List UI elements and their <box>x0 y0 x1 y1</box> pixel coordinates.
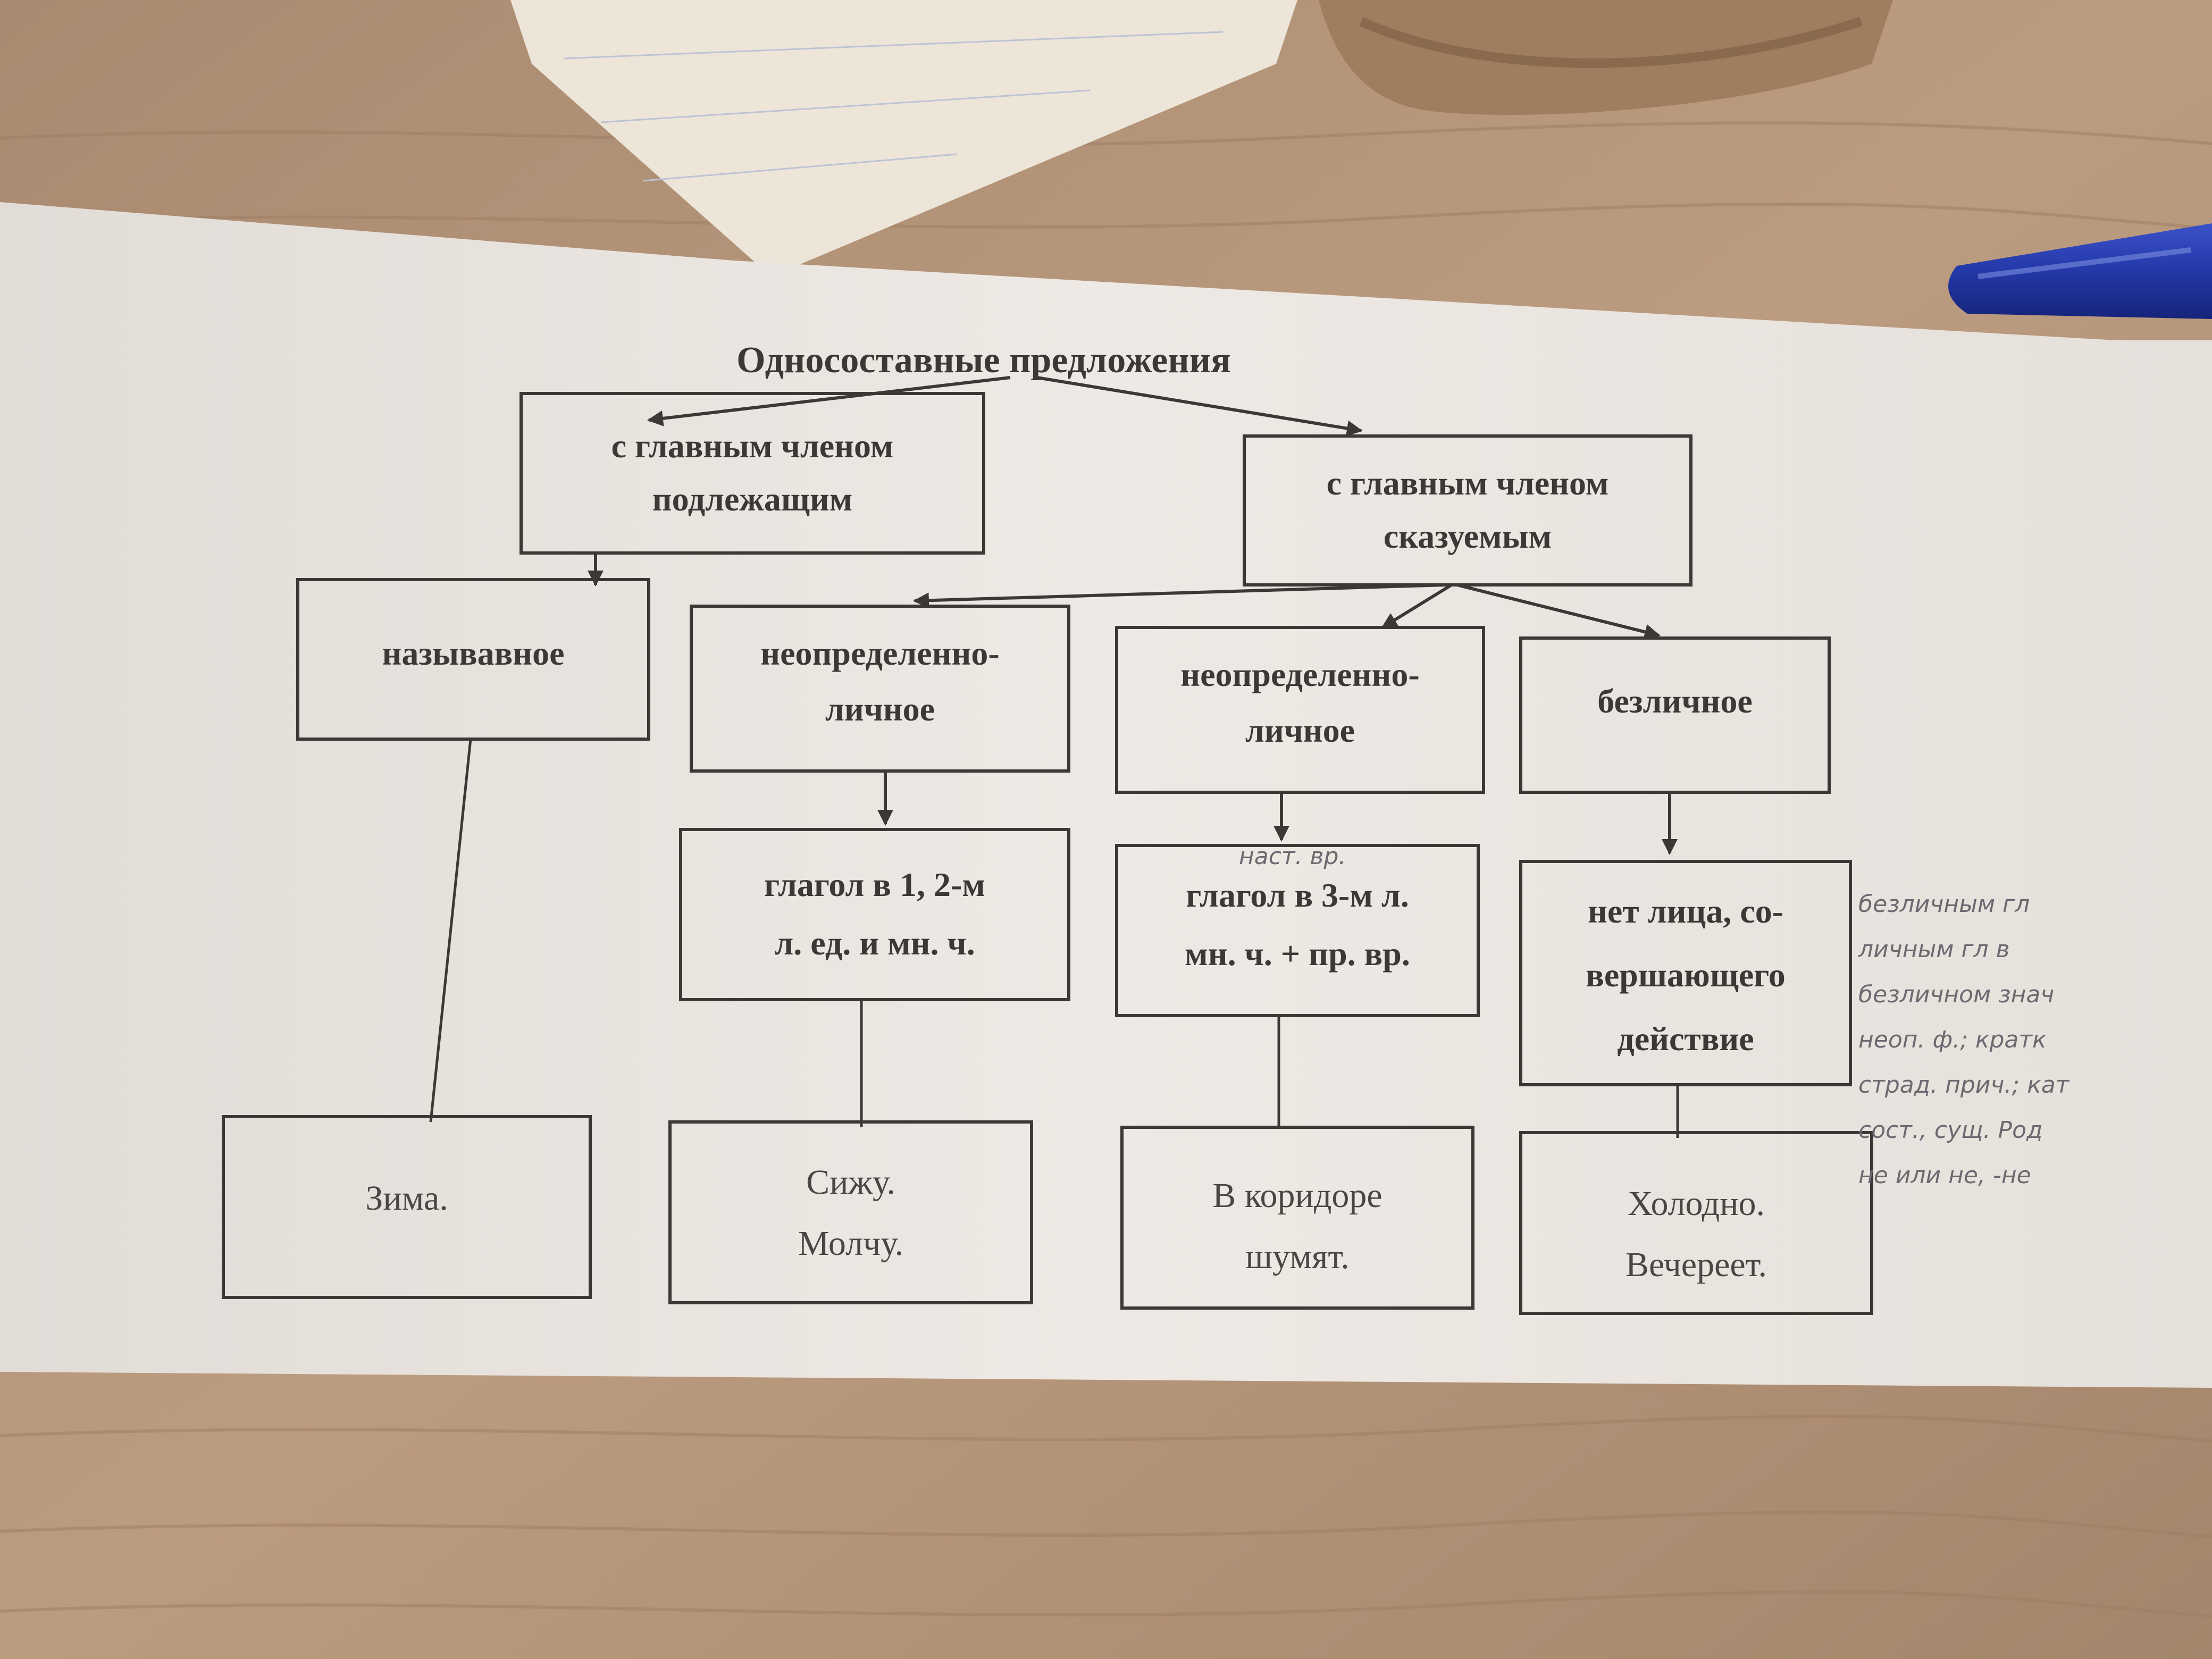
margin-note-line-2: личным гл в <box>1858 936 2010 963</box>
handwritten-note-above-rule: наст. вр. <box>1239 843 1346 870</box>
example-box-impersonal: Холодно. Вечереет. <box>1519 1131 1873 1315</box>
arrow-title-to-subject <box>647 376 1011 426</box>
diagram-title: Односоставные предложения <box>736 340 1231 381</box>
example-box-indefinite: В коридоре шумят. <box>1120 1126 1474 1310</box>
rule-definite-line-2: л. ед. и мн. ч. <box>774 924 975 962</box>
type-definite-label-1: неопределенно- <box>760 634 999 672</box>
rule-impersonal-line-2: вершающего <box>1586 956 1785 994</box>
margin-note-line-5: страд. прич.; кат <box>1858 1071 2070 1099</box>
arrow-predicate-to-indefinite <box>1381 583 1453 629</box>
example-definite-1: Сижу. <box>806 1163 895 1202</box>
handwritten-notes: наст. вр. безличным гл личным гл в безли… <box>1239 843 2070 1189</box>
blue-pen <box>1948 223 2212 319</box>
rule-box-indefinite: глагол в 3-м л. мн. ч. + пр. вр. <box>1115 844 1480 1017</box>
group-subject-line-2: подлежащим <box>652 480 853 518</box>
type-box-indefinite: неопределенно- личное <box>1115 626 1485 794</box>
margin-note-line-4: неоп. ф.; кратк <box>1858 1026 2047 1053</box>
rule-indefinite-line-2: мн. ч. + пр. вр. <box>1185 935 1410 973</box>
line-nominative-to-example <box>429 739 472 1122</box>
arrow-title-to-predicate <box>1036 376 1363 437</box>
group-predicate-line-2: сказуемым <box>1384 517 1552 555</box>
example-indefinite-2: шумят. <box>1245 1237 1349 1276</box>
group-predicate-line-1: с главным членом <box>1327 464 1609 502</box>
rule-indefinite-line-1: глагол в 3-м л. <box>1186 876 1409 914</box>
margin-note-line-6: сост., сущ. Род <box>1858 1117 2042 1144</box>
type-definite-label-2: личное <box>825 690 935 728</box>
rule-impersonal-line-1: нет лица, со- <box>1588 892 1783 930</box>
rule-impersonal-line-3: действие <box>1617 1020 1754 1058</box>
example-definite-2: Молчу. <box>798 1224 903 1263</box>
type-nominative-label: называвное <box>382 634 565 672</box>
rule-box-definite: глагол в 1, 2-м л. ед. и мн. ч. <box>679 828 1070 1001</box>
arrow-predicate-to-impersonal <box>1456 583 1661 640</box>
wood-grain <box>0 121 2212 1618</box>
example-box-definite: Сижу. Молчу. <box>668 1120 1033 1304</box>
example-impersonal-2: Вечереет. <box>1626 1245 1767 1284</box>
rule-definite-line-1: глагол в 1, 2-м <box>764 866 985 903</box>
type-box-definite: неопределенно- личное <box>690 605 1070 773</box>
notebook-lines <box>563 31 1224 182</box>
type-box-impersonal: безличное <box>1519 636 1831 794</box>
type-indefinite-label-2: личное <box>1245 711 1355 749</box>
group-box-predicate: с главным членом сказуемым <box>1243 434 1692 586</box>
pencil-case <box>1319 0 1893 115</box>
example-box-nominative: Зима. <box>222 1115 592 1299</box>
example-indefinite-1: В коридоре <box>1212 1176 1382 1215</box>
type-impersonal-label: безличное <box>1597 682 1752 720</box>
margin-note-line-7: не или не, -не <box>1858 1162 2031 1189</box>
example-nominative-1: Зима. <box>365 1179 448 1218</box>
type-box-nominative: называвное <box>296 578 650 741</box>
diagram: Односоставные предложения с главным член… <box>222 340 1873 1315</box>
printed-sheet <box>0 202 2212 1388</box>
example-impersonal-1: Холодно. <box>1628 1184 1765 1223</box>
notebook-sheet <box>510 0 1297 276</box>
arrow-predicate-to-definite <box>913 583 1447 609</box>
margin-note-line-1: безличным гл <box>1858 891 2030 918</box>
margin-note-line-3: безличном знач <box>1858 981 2054 1008</box>
type-indefinite-label-1: неопределенно- <box>1180 656 1419 693</box>
group-box-subject: с главным членом подлежащим <box>520 392 985 555</box>
pencil-case-zipper <box>1359 16 1863 68</box>
group-subject-line-1: с главным членом <box>611 427 894 465</box>
rule-box-impersonal: нет лица, со- вершающего действие <box>1519 860 1852 1086</box>
